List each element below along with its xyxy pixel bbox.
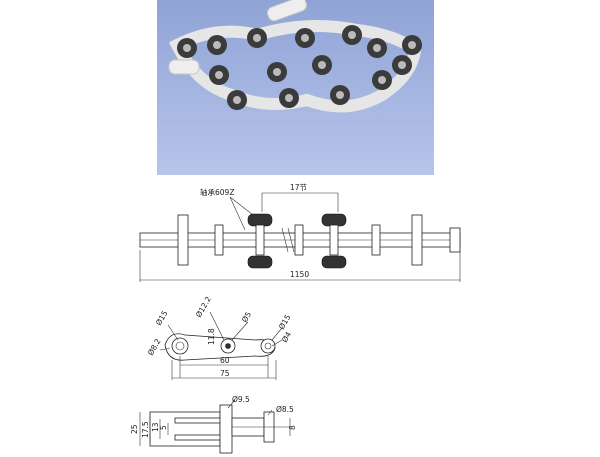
- drawing-link-top: Ø15 Ø12.2 Ø5 Ø15 Ø8.2 11.8 Ø4 60 75: [146, 295, 293, 380]
- dim-60: 60: [220, 356, 230, 365]
- dim-d12-2: Ø12.2: [194, 295, 213, 319]
- dim-5: 5: [159, 425, 168, 430]
- dim-d15-left: Ø15: [154, 309, 170, 327]
- dim-d4: Ø4: [280, 330, 293, 344]
- bearing-label: 轴承609Z: [200, 187, 234, 197]
- dim-8: 8: [288, 425, 297, 430]
- drawing-link-front: Ø9.5 Ø8.5 25 17.5 13 5 8: [130, 395, 297, 454]
- dim-25: 25: [130, 424, 139, 434]
- dim-d9-5: Ø9.5: [232, 395, 250, 404]
- dim-17-5: 17.5: [141, 421, 150, 438]
- overall-length: 1150: [290, 270, 309, 279]
- chain-rollers: [177, 25, 422, 110]
- dim-13: 13: [151, 422, 160, 432]
- dim-75: 75: [220, 369, 230, 378]
- dim-d15-right: Ø15: [277, 313, 293, 331]
- dim-d5: Ø5: [240, 310, 253, 324]
- dim-11-8: 11.8: [207, 328, 216, 345]
- dim-d8-2: Ø8.2: [146, 337, 163, 357]
- dim-d8-5: Ø8.5: [276, 405, 294, 414]
- pitch-label: 17节: [290, 183, 308, 192]
- product-photo: [157, 0, 434, 175]
- drawing-side-view: 17节 轴承609Z 1150: [139, 183, 461, 282]
